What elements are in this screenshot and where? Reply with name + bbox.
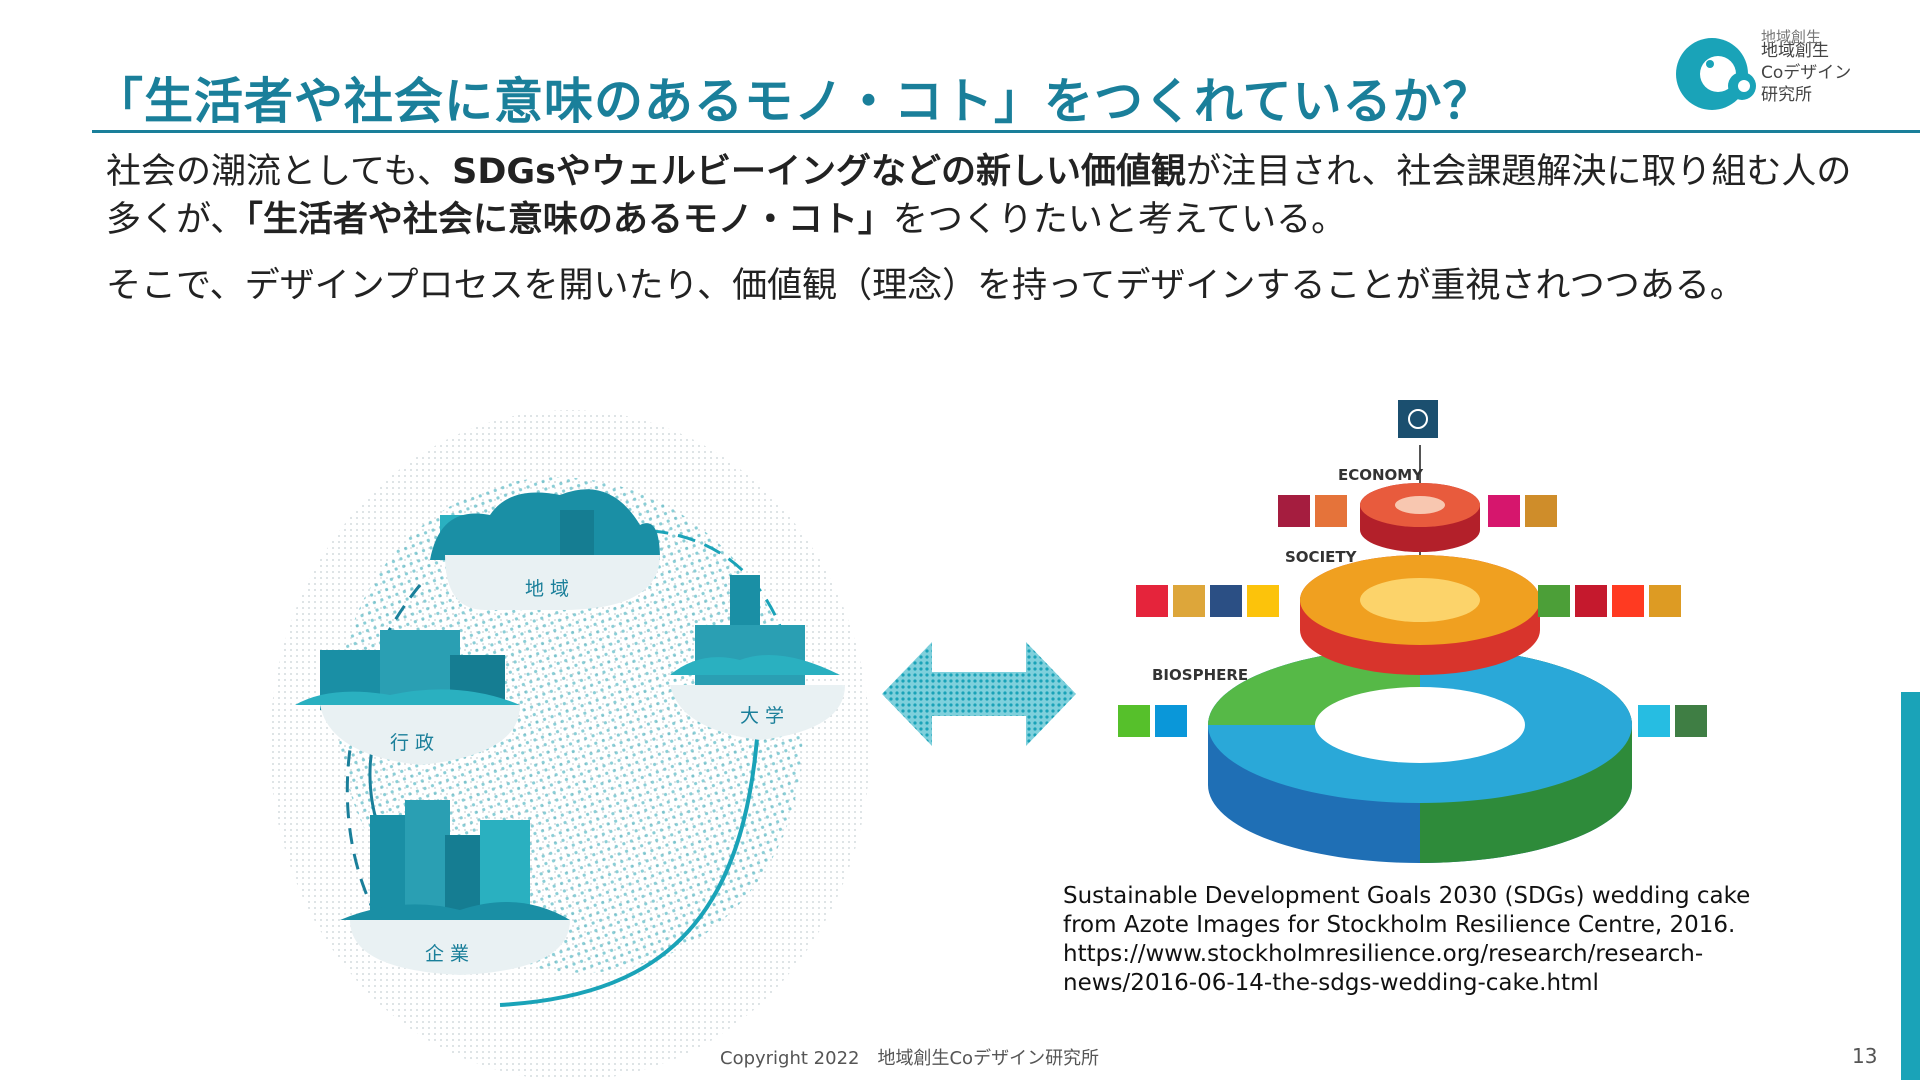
layer-label-society: SOCIETY: [1285, 548, 1358, 566]
logo-line-1: 地域創生: [1761, 28, 1822, 46]
logo-line-3: Coデザイン: [1761, 63, 1852, 83]
layer-label-biosphere: BIOSPHERE: [1152, 666, 1248, 684]
layer-label-economy: ECONOMY: [1338, 466, 1424, 484]
company-tile: 企業: [340, 800, 570, 975]
caption-line-2: from Azote Images for Stockholm Resilien…: [1063, 912, 1736, 938]
region-tile: 地域: [430, 489, 660, 610]
side-accent-bar: [1901, 692, 1920, 1080]
logo-line-2: 地域創生: [1761, 41, 1829, 61]
stakeholder-illustration: 地域 大学 行政 企業: [270, 410, 870, 1080]
sdgs-wedding-cake-illustration: ECONOMY SOCIETY BIOSPHERE: [1118, 400, 1707, 863]
caption-line-1: Sustainable Development Goals 2030 (SDGs…: [1063, 883, 1751, 909]
paragraph-1-line-1: 社会の潮流としても、SDGsやウェルビーイングなどの新しい価値観が注目され、社会…: [106, 152, 1852, 192]
logo-mark-icon: [1676, 38, 1756, 110]
image-caption: Sustainable Development Goals 2030 (SDGs…: [1063, 882, 1750, 998]
government-tile: 行政: [295, 630, 520, 765]
page-number: 13: [1852, 1044, 1878, 1068]
logo-line-4: 研究所: [1761, 85, 1812, 105]
government-label: 行政: [390, 732, 440, 754]
company-label: 企業: [425, 943, 475, 965]
paragraph-1: 社会の潮流としても、SDGsやウェルビーイングなどの新しい価値観が注目され、社会…: [106, 148, 1851, 244]
university-label: 大学: [740, 705, 790, 727]
paragraph-2: そこで、デザインプロセスを開いたり、価値観（理念）を持ってデザインすることが重視…: [106, 266, 1745, 306]
caption-line-4: news/2016-06-14-the-sdgs-wedding-cake.ht…: [1063, 970, 1599, 996]
double-arrow-icon: [882, 642, 1076, 746]
title-divider: [92, 130, 1920, 133]
logo-wordmark: 地域創生 地域創生 Coデザイン 研究所: [1761, 28, 1852, 106]
university-tile: 大学: [670, 575, 845, 740]
slide-title: 「生活者や社会に意味のあるモノ・コト」をつくれているか？: [94, 73, 1493, 130]
paragraph-1-line-2: 多くが、「生活者や社会に意味のあるモノ・コト」をつくりたいと考えている。: [106, 200, 1347, 240]
region-label: 地域: [525, 578, 575, 600]
copyright-footer: Copyright 2022 地域創生Coデザイン研究所: [720, 1048, 1100, 1069]
caption-line-3: https://www.stockholmresilience.org/rese…: [1063, 941, 1704, 967]
